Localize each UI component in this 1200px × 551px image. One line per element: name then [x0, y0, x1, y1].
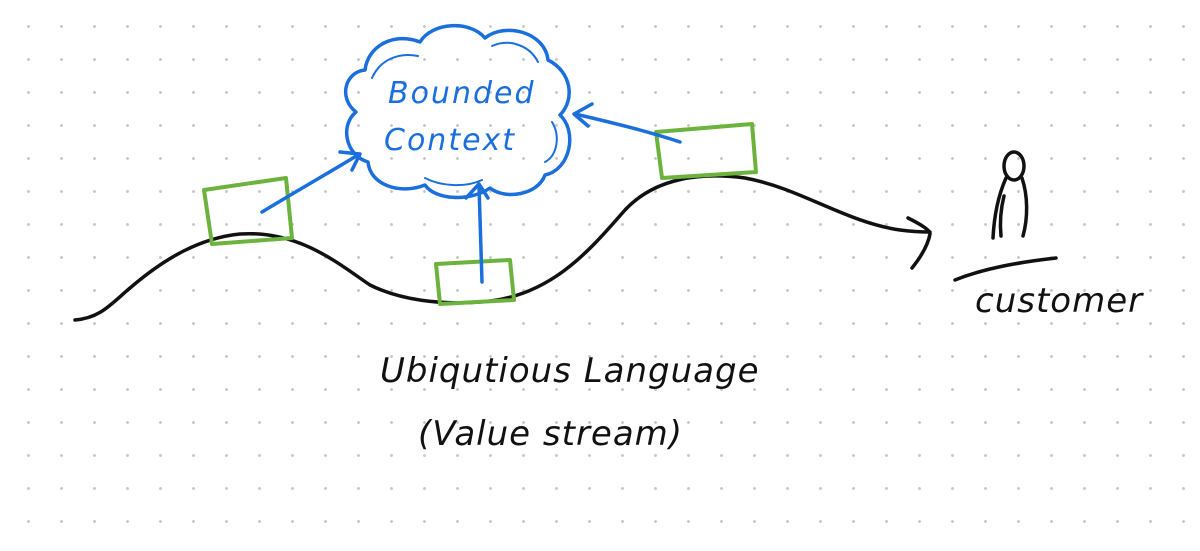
- customer-person-icon: [991, 150, 1029, 240]
- arrow-middle-to-cloud: [477, 184, 484, 284]
- cloud-inner-scallop: [371, 41, 558, 186]
- caption-line2: (Value stream): [418, 414, 683, 454]
- arrow-left-head-icon: [338, 150, 362, 172]
- caption-line1: Ubiqutious Language: [380, 351, 760, 391]
- cloud-label-line2: Context: [384, 123, 516, 158]
- arrow-middle-head-icon: [464, 182, 490, 200]
- green-box-middle: [434, 258, 516, 306]
- arrow-left-to-cloud: [260, 153, 360, 214]
- arrow-right-head-icon: [572, 102, 594, 128]
- customer-label: customer: [975, 281, 1144, 321]
- green-box-right: [654, 122, 758, 180]
- customer-ground-line: [953, 256, 1058, 282]
- cloud-label-line1: Bounded: [388, 76, 536, 111]
- bounded-context-cloud: [344, 24, 572, 200]
- arrow-right-to-cloud: [573, 112, 682, 144]
- wave-arrow-icon: [906, 216, 932, 270]
- green-box-left: [202, 176, 294, 246]
